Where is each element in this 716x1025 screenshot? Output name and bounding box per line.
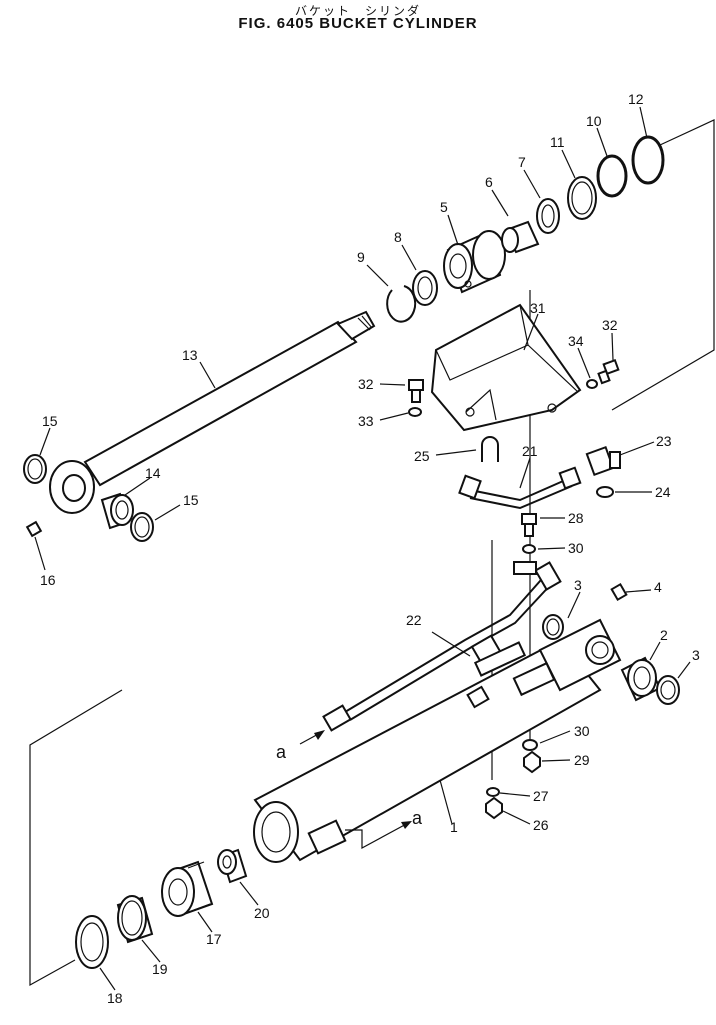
bolt-32-left	[408, 379, 424, 403]
cylinder-head-5	[443, 230, 506, 294]
callout-16: 16	[40, 572, 56, 588]
callout-30-upper: 30	[568, 540, 584, 556]
callout-23: 23	[656, 433, 672, 449]
callout-19: 19	[152, 961, 168, 977]
callout-5: 5	[440, 199, 448, 215]
callout-labels: 12 10 11 7 6 5 8 9 13 15 14 15 16 31 34 …	[40, 91, 700, 1006]
callout-22: 22	[406, 612, 422, 628]
callout-29: 29	[574, 752, 590, 768]
callout-14: 14	[145, 465, 161, 481]
washer-30-upper	[522, 544, 536, 554]
grease-fitting-16	[25, 520, 43, 538]
callout-32-left: 32	[358, 376, 374, 392]
callout-20: 20	[254, 905, 270, 921]
callout-12: 12	[628, 91, 644, 107]
o-ring-12	[631, 135, 665, 185]
callout-17: 17	[206, 931, 222, 947]
tube-21	[458, 466, 582, 510]
nut-26	[485, 796, 503, 820]
figure-subtitle-jp: バケット シリンダ	[294, 4, 421, 18]
callout-33: 33	[358, 413, 374, 429]
seal-7	[536, 198, 560, 234]
ring-11	[567, 176, 597, 220]
marker-a-left: a	[276, 742, 287, 762]
u-bolt-25	[481, 436, 499, 462]
ring-3-upper	[542, 614, 564, 640]
callout-7: 7	[518, 154, 526, 170]
figure-title: FIG. 6405 BUCKET CYLINDER	[238, 15, 478, 32]
marker-a-right: a	[412, 808, 423, 828]
cylinder-tube-1	[253, 618, 622, 863]
frame-lines	[29, 119, 715, 987]
bolt-28	[521, 513, 537, 537]
washer-27	[486, 787, 500, 797]
callout-25: 25	[414, 448, 430, 464]
bushing-6	[501, 220, 540, 254]
piston-17	[161, 860, 214, 917]
ring-8	[412, 270, 438, 306]
piston-rod	[49, 310, 376, 514]
callout-3-lower: 3	[692, 647, 700, 663]
callout-21: 21	[522, 443, 538, 459]
ring-15-lower	[130, 512, 154, 542]
callout-1: 1	[450, 819, 458, 835]
o-ring-10	[596, 154, 628, 198]
callout-24: 24	[655, 484, 671, 500]
callout-11: 11	[550, 134, 565, 150]
callout-34: 34	[568, 333, 584, 349]
seal-18	[75, 915, 109, 969]
wear-ring-19	[116, 895, 154, 944]
callout-9: 9	[357, 249, 365, 265]
ring-3-lower	[656, 675, 680, 705]
callout-26: 26	[533, 817, 549, 833]
callout-15-lower: 15	[183, 492, 199, 508]
arrow-a-right	[345, 821, 412, 850]
callout-6: 6	[485, 174, 493, 190]
snap-ring-9	[386, 285, 417, 323]
callout-2: 2	[660, 627, 668, 643]
bushing-14	[100, 492, 134, 530]
o-ring-24	[596, 486, 614, 498]
callout-31: 31	[530, 300, 546, 316]
elbow-23	[585, 445, 621, 477]
callout-18: 18	[107, 990, 123, 1006]
callout-32-right: 32	[602, 317, 618, 333]
tube-22	[322, 561, 562, 732]
ring-15-upper	[23, 454, 47, 484]
nut-20	[217, 848, 248, 884]
leader-lines	[34, 106, 691, 991]
callout-10: 10	[586, 113, 602, 129]
callout-30-lower: 30	[574, 723, 590, 739]
callout-13: 13	[182, 347, 198, 363]
callout-4: 4	[654, 579, 662, 595]
grease-fitting-4	[610, 582, 628, 602]
callout-3-upper: 3	[574, 577, 582, 593]
washer-34	[586, 379, 598, 389]
cover-31	[430, 303, 582, 432]
nut-29	[523, 750, 541, 774]
callout-15-upper: 15	[42, 413, 58, 429]
bushing-2	[620, 656, 662, 702]
callout-28: 28	[568, 510, 584, 526]
callout-8: 8	[394, 229, 402, 245]
callout-27: 27	[533, 788, 549, 804]
arrow-a-left	[299, 730, 325, 745]
bolt-32-right	[597, 358, 620, 385]
washer-33	[408, 407, 422, 417]
washer-30-lower	[522, 739, 538, 751]
